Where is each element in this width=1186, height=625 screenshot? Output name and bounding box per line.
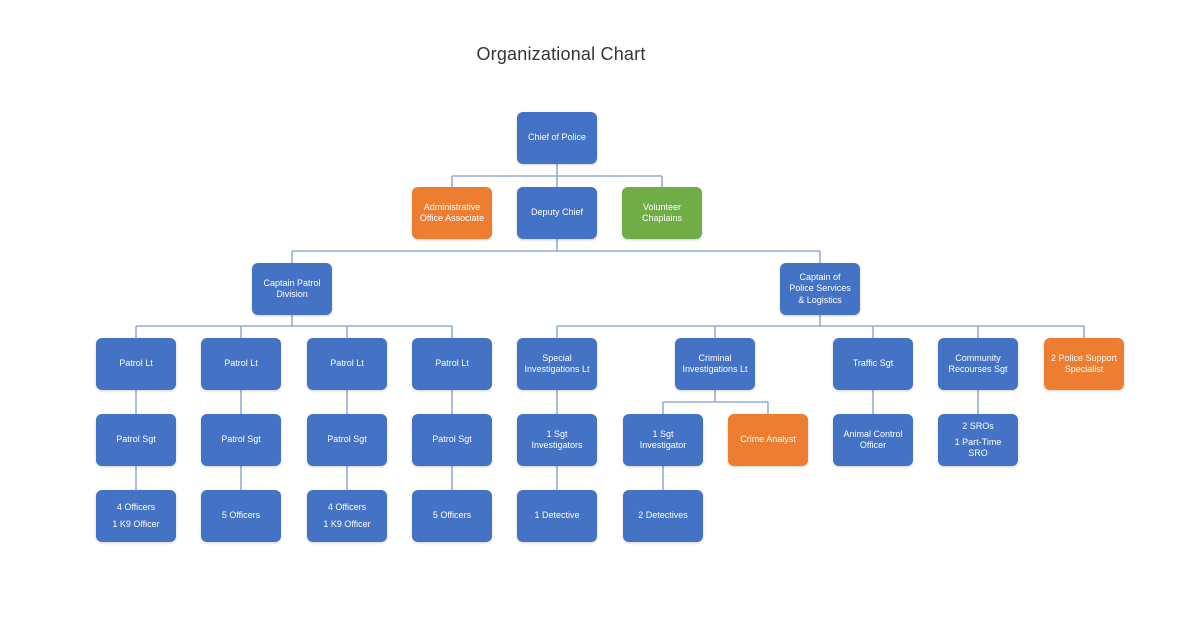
org-node-chief-of-police: Chief of Police <box>517 112 597 164</box>
node-label-line1: 4 Officers <box>116 502 156 513</box>
org-node-patrol-lt-2: Patrol Lt <box>201 338 281 390</box>
node-label: 2 Detectives <box>638 510 688 521</box>
node-label-line1: 2 SROs <box>962 420 994 431</box>
node-label-line1: 4 Officers <box>327 502 367 513</box>
org-node-patrol-sgt-1: Patrol Sgt <box>96 414 176 466</box>
org-node-officers-4: 5 Officers <box>412 490 492 542</box>
node-label: Criminal Investigations Lt <box>682 352 748 374</box>
org-node-police-support-specialist: 2 Police Support Specialist <box>1044 338 1124 390</box>
org-node-detective-1: 1 Detective <box>517 490 597 542</box>
node-label: Patrol Lt <box>435 358 469 369</box>
node-label: Patrol Lt <box>119 358 153 369</box>
node-label: Patrol Sgt <box>116 434 156 445</box>
node-label: Crime Analyst <box>740 434 796 445</box>
node-label: Patrol Sgt <box>327 434 367 445</box>
org-node-volunteer-chaplains: Volunteer Chaplains <box>622 187 702 239</box>
node-label-line2: 1 K9 Officer <box>112 518 160 529</box>
chart-title: Organizational Chart <box>476 44 646 64</box>
node-label: 1 Sgt Investigators <box>531 428 583 450</box>
node-label: Captain Patrol Division <box>263 277 321 299</box>
node-label: Patrol Lt <box>330 358 364 369</box>
org-node-deputy-chief: Deputy Chief <box>517 187 597 239</box>
node-label: 1 Detective <box>534 510 580 521</box>
node-label: Patrol Sgt <box>432 434 472 445</box>
org-node-captain-patrol-division: Captain Patrol Division <box>252 263 332 315</box>
org-node-sgt-investigators: 1 Sgt Investigators <box>517 414 597 466</box>
org-node-patrol-lt-1: Patrol Lt <box>96 338 176 390</box>
node-label: Administrative Office Associate <box>419 201 485 223</box>
node-label: 5 Officers <box>221 510 261 521</box>
org-node-sgt-investigator: 1 Sgt Investigator <box>623 414 703 466</box>
node-label: Special Investigations Lt <box>524 352 590 374</box>
node-label: Deputy Chief <box>530 207 584 218</box>
node-label: Traffic Sgt <box>852 358 894 369</box>
node-label: Patrol Lt <box>224 358 258 369</box>
org-node-captain-police-services-logistics: Captain of Police Services & Logistics <box>780 263 860 315</box>
org-node-detectives-2: 2 Detectives <box>623 490 703 542</box>
org-node-officers-1: 4 Officers 1 K9 Officer <box>96 490 176 542</box>
org-node-traffic-sgt: Traffic Sgt <box>833 338 913 390</box>
node-label: Captain of Police Services & Logistics <box>789 272 851 305</box>
org-node-officers-2: 5 Officers <box>201 490 281 542</box>
org-node-patrol-lt-3: Patrol Lt <box>307 338 387 390</box>
org-node-patrol-lt-4: Patrol Lt <box>412 338 492 390</box>
org-node-school-resource-officers: 2 SROs 1 Part-Time SRO <box>938 414 1018 466</box>
org-node-animal-control-officer: Animal Control Officer <box>833 414 913 466</box>
org-node-administrative-office-associate: Administrative Office Associate <box>412 187 492 239</box>
node-label-line2: 1 Part-Time SRO <box>954 436 1002 459</box>
node-label: Volunteer Chaplains <box>641 201 683 223</box>
node-label: Patrol Sgt <box>221 434 261 445</box>
node-label: Chief of Police <box>527 132 587 143</box>
org-node-criminal-investigations-lt: Criminal Investigations Lt <box>675 338 755 390</box>
org-node-patrol-sgt-4: Patrol Sgt <box>412 414 492 466</box>
org-node-special-investigations-lt: Special Investigations Lt <box>517 338 597 390</box>
node-label: 1 Sgt Investigator <box>639 428 687 450</box>
node-label-line2: 1 K9 Officer <box>323 518 371 529</box>
org-node-officers-3: 4 Officers 1 K9 Officer <box>307 490 387 542</box>
org-node-community-recourses-sgt: Community Recourses Sgt <box>938 338 1018 390</box>
org-node-patrol-sgt-2: Patrol Sgt <box>201 414 281 466</box>
node-label: 5 Officers <box>432 510 472 521</box>
node-label: 2 Police Support Specialist <box>1050 352 1118 374</box>
node-label: Community Recourses Sgt <box>948 352 1008 374</box>
org-node-patrol-sgt-3: Patrol Sgt <box>307 414 387 466</box>
node-label: Animal Control Officer <box>843 428 903 450</box>
org-node-crime-analyst: Crime Analyst <box>728 414 808 466</box>
